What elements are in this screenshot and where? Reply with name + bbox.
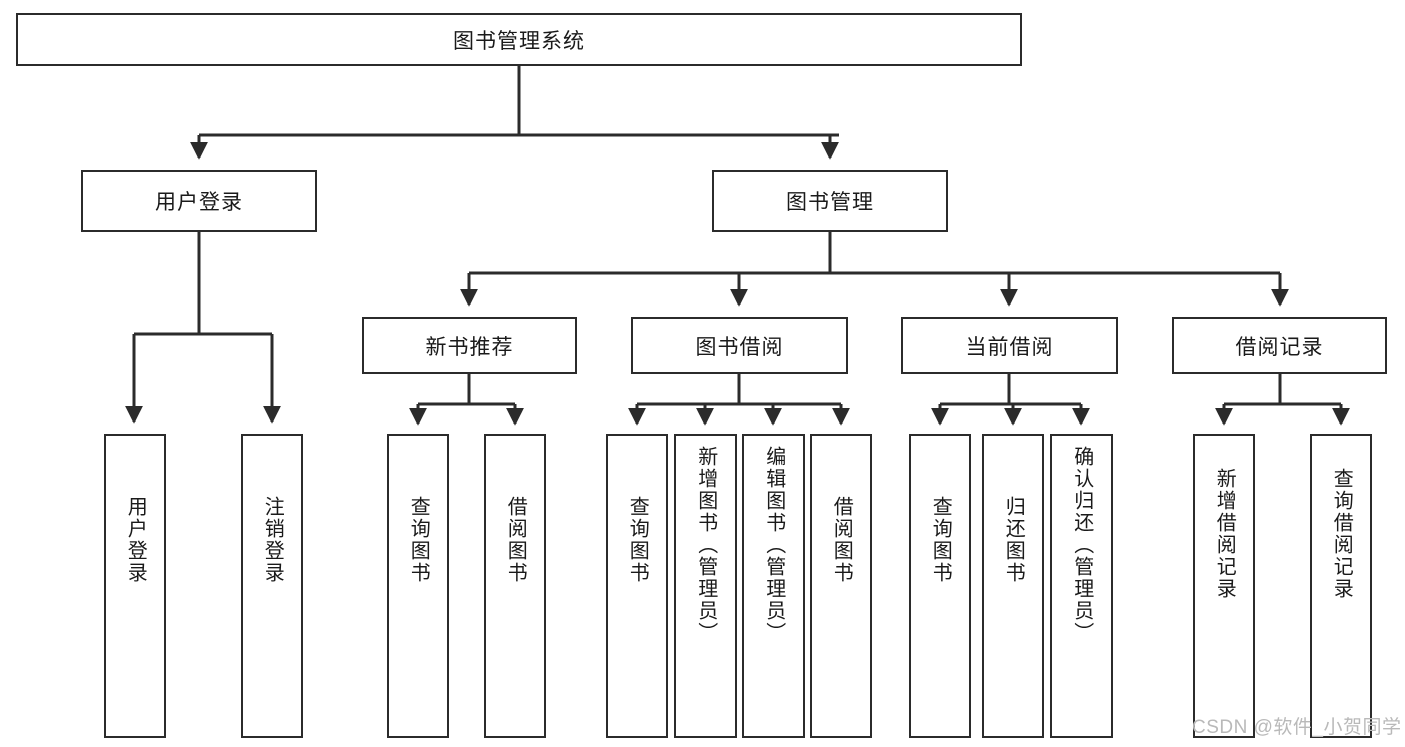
node-label: 借阅记录 [1235, 335, 1324, 359]
node-label: 归还图书 [1002, 496, 1025, 584]
node-new-book-recommend[interactable]: 新书推荐 [362, 317, 577, 374]
node-leaf-user-logout[interactable]: 注销登录 [241, 434, 303, 738]
node-leaf-query-book-1[interactable]: 查询图书 [387, 434, 449, 738]
node-label: 确认归还（管理员） [1070, 446, 1093, 644]
node-label: 用户登录 [124, 496, 147, 584]
node-label: 编辑图书（管理员） [762, 446, 785, 644]
node-label: 借阅图书 [830, 496, 853, 584]
node-label: 当前借阅 [965, 335, 1054, 359]
node-label: 查询借阅记录 [1330, 468, 1353, 600]
node-label: 新增图书（管理员） [694, 446, 717, 644]
node-label: 查询图书 [407, 496, 430, 584]
node-root-system[interactable]: 图书管理系统 [16, 13, 1022, 66]
node-label: 图书借阅 [695, 335, 784, 359]
node-book-borrow[interactable]: 图书借阅 [631, 317, 848, 374]
node-leaf-query-book-2[interactable]: 查询图书 [606, 434, 668, 738]
node-label: 用户登录 [155, 191, 243, 214]
node-label: 查询图书 [929, 496, 952, 584]
node-leaf-confirm-return-admin[interactable]: 确认归还（管理员） [1050, 434, 1113, 738]
node-book-management[interactable]: 图书管理 [712, 170, 948, 232]
node-leaf-borrow-book-1[interactable]: 借阅图书 [484, 434, 546, 738]
node-label: 图书管理系统 [453, 29, 585, 53]
node-label: 新增借阅记录 [1213, 468, 1236, 600]
node-leaf-query-book-3[interactable]: 查询图书 [909, 434, 971, 738]
node-leaf-query-borrow-record[interactable]: 查询借阅记录 [1310, 434, 1372, 738]
node-borrow-record[interactable]: 借阅记录 [1172, 317, 1387, 374]
node-leaf-borrow-book-2[interactable]: 借阅图书 [810, 434, 872, 738]
node-label: 图书管理 [786, 191, 874, 214]
node-leaf-user-login[interactable]: 用户登录 [104, 434, 166, 738]
node-label: 借阅图书 [504, 496, 527, 584]
node-label: 查询图书 [626, 496, 649, 584]
csdn-watermark: CSDN @软件_小贺同学 [1192, 717, 1402, 738]
node-current-borrow[interactable]: 当前借阅 [901, 317, 1118, 374]
node-label: 新书推荐 [425, 335, 514, 359]
node-leaf-add-borrow-record[interactable]: 新增借阅记录 [1193, 434, 1255, 738]
node-leaf-return-book[interactable]: 归还图书 [982, 434, 1044, 738]
node-label: 注销登录 [261, 496, 284, 584]
node-user-login[interactable]: 用户登录 [81, 170, 317, 232]
node-leaf-add-book-admin[interactable]: 新增图书（管理员） [674, 434, 737, 738]
node-leaf-edit-book-admin[interactable]: 编辑图书（管理员） [742, 434, 805, 738]
